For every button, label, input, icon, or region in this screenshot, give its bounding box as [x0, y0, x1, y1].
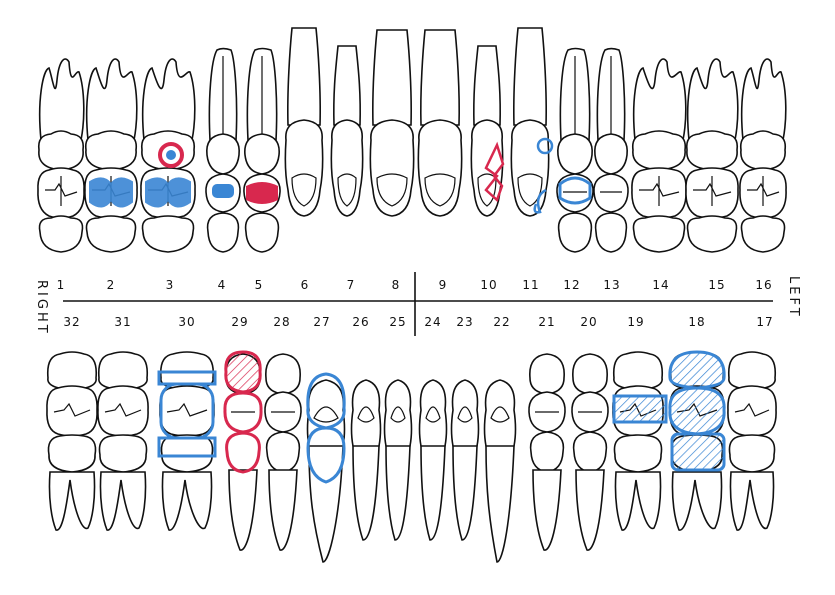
tooth-number-16: 16	[755, 278, 772, 292]
marking-blue-4	[212, 184, 234, 198]
tooth-number-4: 4	[218, 278, 227, 292]
lower-tooth-22	[483, 379, 517, 563]
right-label: RIGHT	[34, 280, 49, 336]
tooth-number-17: 17	[756, 315, 773, 329]
lower-tooth-25	[383, 379, 413, 541]
lower-tooth-31	[97, 351, 149, 531]
tooth-number-30: 30	[178, 315, 195, 329]
tooth-number-32: 32	[63, 315, 80, 329]
marking-blue-12	[558, 176, 592, 205]
tooth-number-18: 18	[688, 315, 705, 329]
tooth-number-15: 15	[708, 278, 725, 292]
tooth-number-29: 29	[231, 315, 248, 329]
tooth-number-12: 12	[563, 278, 580, 292]
tooth-number-1: 1	[57, 278, 66, 292]
tooth-number-14: 14	[652, 278, 669, 292]
tooth-number-26: 26	[352, 315, 369, 329]
tooth-number-21: 21	[538, 315, 555, 329]
upper-tooth-12	[556, 47, 594, 253]
lower-tooth-30	[159, 351, 215, 531]
lower-tooth-21	[528, 353, 566, 551]
lower-tooth-17	[727, 351, 777, 531]
tooth-number-2: 2	[107, 278, 116, 292]
tooth-number-3: 3	[166, 278, 175, 292]
left-label: LEFT	[786, 276, 801, 319]
marking-blue-2	[89, 177, 133, 208]
tooth-number-20: 20	[580, 315, 597, 329]
upper-tooth-5	[243, 47, 281, 253]
upper-tooth-15	[685, 58, 739, 253]
lower-tooth-32	[46, 351, 98, 531]
tooth-number-24: 24	[424, 315, 441, 329]
marking-blue-18	[668, 350, 726, 472]
marking-blue-11	[533, 137, 554, 214]
upper-tooth-2	[84, 58, 138, 253]
tooth-number-23: 23	[456, 315, 473, 329]
tooth-number-22: 22	[493, 315, 510, 329]
lower-tooth-24	[418, 379, 448, 541]
tooth-number-25: 25	[389, 315, 406, 329]
lower-tooth-numbers: 32 31 30 29 28 27 26 25 24 23 22 21 20 19 18 17	[63, 315, 773, 329]
tooth-number-9: 9	[439, 278, 448, 292]
marking-blue-19	[612, 394, 668, 424]
tooth-number-13: 13	[603, 278, 620, 292]
upper-tooth-8	[369, 29, 415, 217]
lower-tooth-26	[350, 379, 382, 541]
upper-tooth-9	[417, 29, 463, 217]
upper-tooth-11	[510, 27, 550, 217]
upper-tooth-7	[330, 45, 364, 217]
marking-red-29	[223, 350, 263, 474]
marking-red-3	[158, 142, 184, 168]
upper-tooth-4	[205, 47, 241, 253]
lower-tooth-28	[264, 353, 302, 551]
upper-tooth-13	[593, 47, 629, 253]
upper-arch	[37, 27, 787, 253]
tooth-number-8: 8	[392, 278, 401, 292]
tooth-number-10: 10	[480, 278, 497, 292]
tooth-number-7: 7	[347, 278, 356, 292]
marking-blue-30	[157, 370, 217, 458]
marking-blue-27	[306, 372, 346, 484]
lower-tooth-19	[612, 351, 664, 531]
marking-red-5	[246, 182, 278, 204]
tooth-number-5: 5	[255, 278, 264, 292]
marking-red-10	[484, 141, 505, 203]
tooth-number-6: 6	[301, 278, 310, 292]
upper-tooth-6	[284, 27, 324, 217]
upper-tooth-16	[739, 58, 787, 253]
lower-tooth-23	[450, 379, 480, 541]
lower-tooth-20	[571, 353, 609, 551]
tooth-number-27: 27	[313, 315, 330, 329]
tooth-number-28: 28	[273, 315, 290, 329]
upper-tooth-14	[631, 58, 687, 253]
tooth-number-11: 11	[522, 278, 539, 292]
upper-tooth-1	[37, 58, 85, 253]
tooth-number-19: 19	[627, 315, 644, 329]
marking-blue-3	[145, 177, 191, 208]
tooth-number-31: 31	[114, 315, 131, 329]
markings-layer	[89, 137, 726, 484]
lower-arch	[46, 351, 777, 563]
